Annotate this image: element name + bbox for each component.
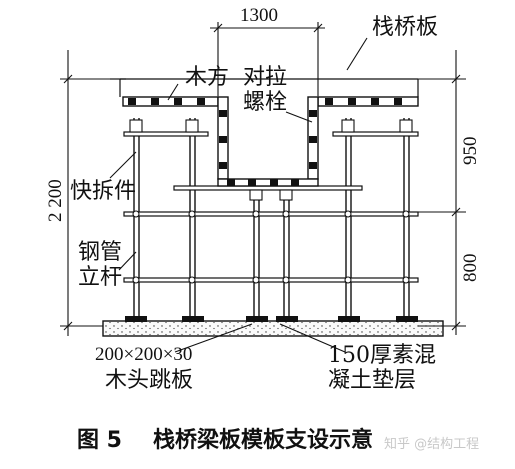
steel-pipe-uprights — [133, 118, 410, 318]
timber-battens — [128, 98, 402, 186]
dim-top-width: 1300 — [240, 5, 278, 26]
label-quick-coupler: 快拆件 — [70, 179, 137, 204]
leader-lines — [109, 37, 368, 353]
dimension-top — [210, 22, 325, 96]
dimension-left — [60, 50, 120, 336]
label-steel-pipe-2: 立杆 — [78, 265, 123, 290]
watermark: 知乎 @结构工程 — [384, 437, 480, 452]
concrete-cushion — [102, 320, 444, 337]
dim-lower-height: 800 — [460, 253, 481, 283]
figure-title: 栈桥梁板模板支设示意 — [153, 428, 374, 453]
quick-couplers — [129, 119, 413, 284]
label-deck-slab: 栈桥板 — [372, 15, 439, 40]
label-tie-bolt-1: 对拉 — [243, 65, 288, 90]
dim-upper-height: 950 — [460, 136, 481, 166]
figure-number: 图 5 — [77, 428, 122, 453]
label-tie-bolt-2: 螺栓 — [243, 90, 288, 115]
label-timber: 木方 — [185, 65, 230, 90]
wood-boards — [125, 316, 418, 322]
label-board-name: 木头跳板 — [105, 368, 194, 393]
label-concrete-2: 凝土垫层 — [328, 368, 417, 393]
label-board-size: 200×200×30 — [95, 344, 193, 365]
dim-total-height: 2 200 — [45, 179, 66, 222]
dimension-right — [418, 50, 466, 335]
horizontal-ledgers — [123, 131, 419, 283]
label-steel-pipe-1: 钢管 — [78, 240, 123, 265]
label-concrete-1: 150厚素混 — [328, 343, 436, 368]
